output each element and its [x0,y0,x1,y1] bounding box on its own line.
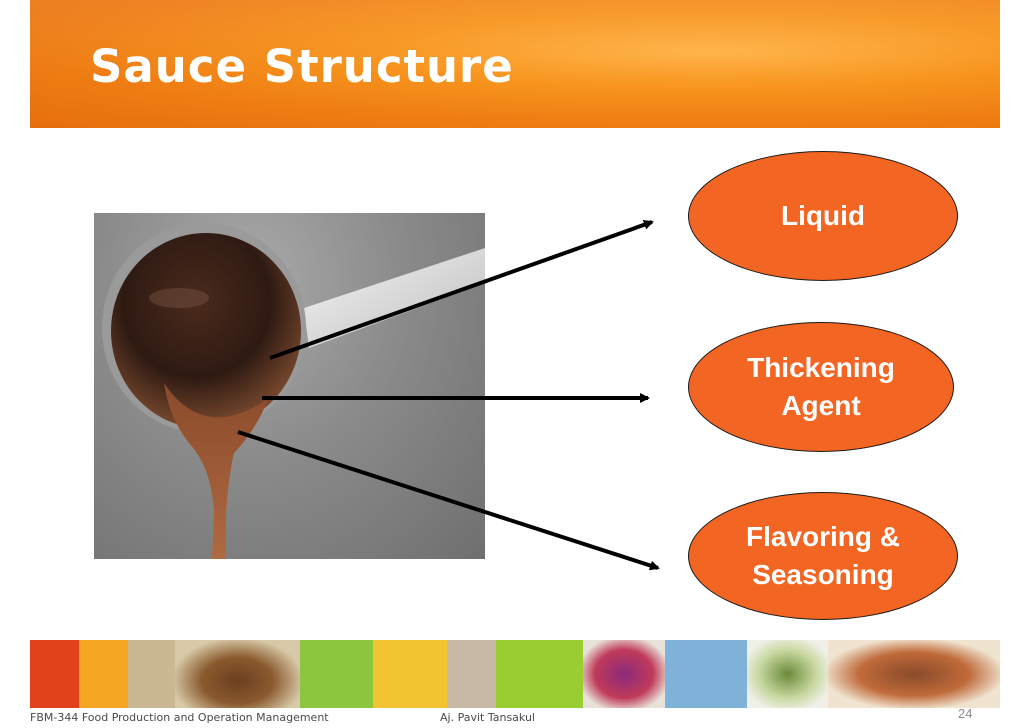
slide-title: Sauce Structure [90,40,514,93]
page-number: 24 [958,706,973,721]
instructor-footer: Aj. Pavit Tansakul [440,711,535,724]
component-label: Thickening Agent [747,352,895,421]
component-label: Flavoring & Seasoning [745,521,900,590]
sauce-spoon-photo [94,213,485,559]
component-oval-thickening-agent: Thickening Agent [688,322,954,452]
course-footer: FBM-344 Food Production and Operation Ma… [30,711,329,724]
food-photo-strip [30,640,1000,708]
title-banner [30,0,1000,128]
component-oval-flavoring-seasoning: Flavoring & Seasoning [688,492,958,620]
component-label: Liquid [781,200,865,231]
component-oval-liquid: Liquid [688,151,958,281]
